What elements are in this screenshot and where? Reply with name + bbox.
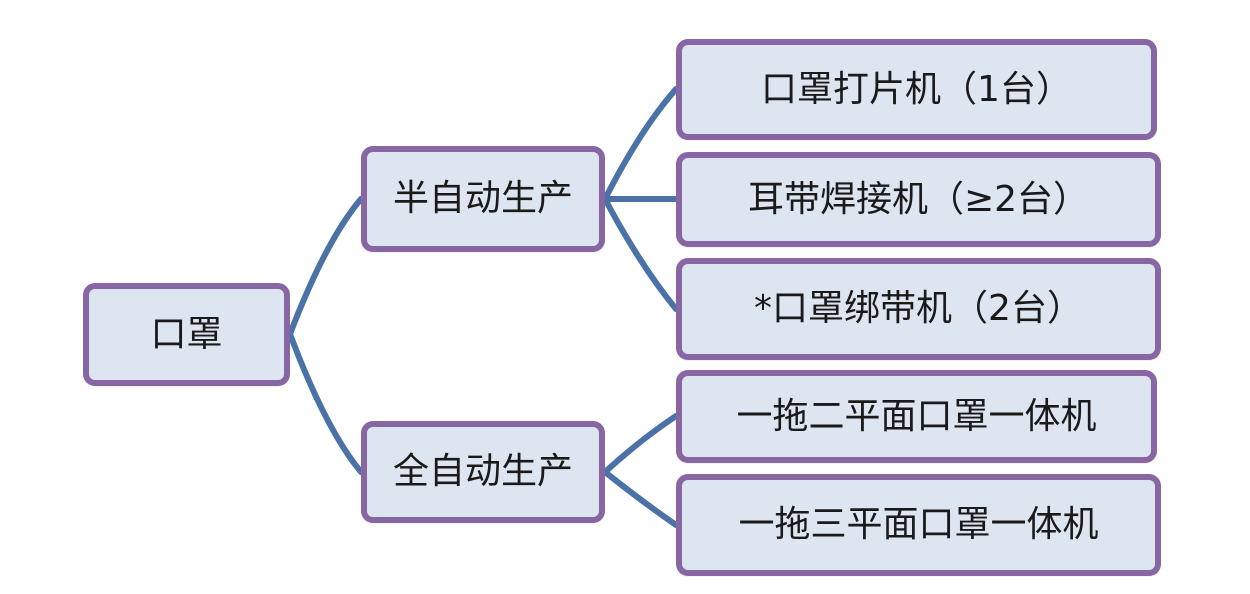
branch-node-label: 半自动生产 [392, 178, 573, 219]
branch-node-semi-auto[interactable]: 半自动生产 [361, 146, 605, 252]
branch-node-full-auto[interactable]: 全自动生产 [361, 421, 605, 523]
connector-full-to-leaf4 [602, 413, 679, 475]
leaf-node-label: 一拖二平面口罩一体机 [736, 395, 1097, 437]
connector-root-to-full [287, 331, 364, 475]
leaf-node-tie-strap-machine[interactable]: *口罩绑带机（2台） [676, 258, 1161, 360]
root-node[interactable]: 口罩 [83, 283, 290, 386]
leaf-node-label: 一拖三平面口罩一体机 [738, 504, 1099, 545]
leaf-node-label: 耳带焊接机（≥2台） [747, 178, 1090, 220]
root-node-label: 口罩 [150, 313, 223, 355]
leaf-node-ear-loop-welder[interactable]: 耳带焊接机（≥2台） [676, 152, 1161, 247]
leaf-node-one-to-three-machine[interactable]: 一拖三平面口罩一体机 [676, 474, 1161, 576]
leaf-node-label: 口罩打片机（1台） [761, 68, 1072, 110]
connector-semi-to-leaf1 [602, 86, 679, 202]
connector-semi-to-leaf3 [602, 196, 679, 312]
connector-root-to-semi [287, 196, 364, 337]
leaf-node-label: *口罩绑带机（2台） [754, 288, 1083, 329]
connector-full-to-leaf5 [602, 469, 679, 528]
leaf-node-one-to-two-machine[interactable]: 一拖二平面口罩一体机 [676, 370, 1157, 463]
branch-node-label: 全自动生产 [392, 451, 573, 492]
leaf-node-mask-blank-machine[interactable]: 口罩打片机（1台） [676, 39, 1157, 140]
